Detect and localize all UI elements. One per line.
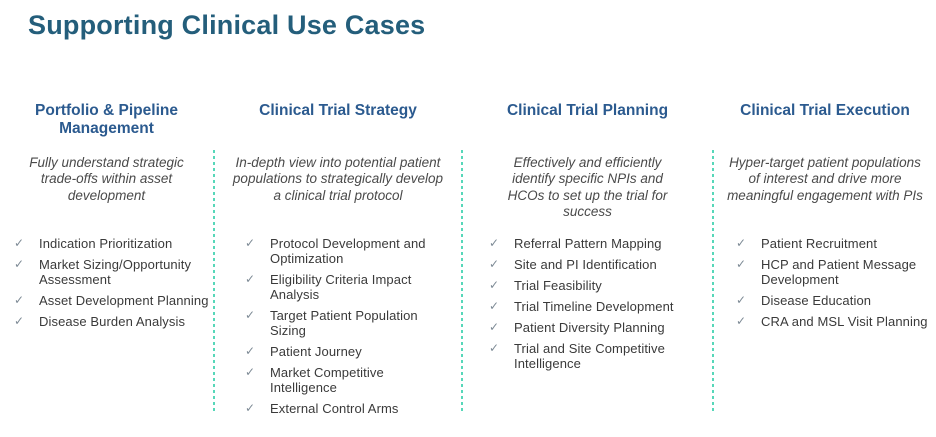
check-icon: ✓ <box>736 293 747 307</box>
list-item-label: Indication Prioritization <box>39 236 173 251</box>
column-portfolio-pipeline-management: Portfolio & Pipeline Management Fully un… <box>0 100 213 335</box>
check-icon: ✓ <box>245 236 256 250</box>
list-item: ✓ Trial Feasibility <box>489 278 704 293</box>
list-item-label: Site and PI Identification <box>514 257 657 272</box>
list-item: ✓ Trial and Site Competitive Intelligenc… <box>489 341 704 371</box>
check-icon: ✓ <box>736 236 747 250</box>
list-item-label: Trial Feasibility <box>514 278 602 293</box>
list-item-label: Eligibility Criteria Impact Analysis <box>270 272 412 302</box>
check-icon: ✓ <box>245 401 256 415</box>
column-description: Effectively and efficiently identify spe… <box>507 155 668 220</box>
list-item: ✓ Referral Pattern Mapping <box>489 236 704 251</box>
column-clinical-trial-execution: Clinical Trial Execution Hyper-target pa… <box>714 100 936 335</box>
check-icon: ✓ <box>14 314 25 328</box>
list-item-label: Disease Burden Analysis <box>39 314 186 329</box>
column-list: ✓ Referral Pattern Mapping ✓ Site and PI… <box>463 236 712 377</box>
list-item-label: Market Sizing/Opportunity Assessment <box>39 257 192 287</box>
list-item: ✓ Patient Diversity Planning <box>489 320 704 335</box>
list-item-label: Protocol Development and Optimization <box>270 236 426 266</box>
list-item: ✓ Patient Journey <box>245 344 453 359</box>
column-clinical-trial-planning: Clinical Trial Planning Effectively and … <box>463 100 712 377</box>
list-item-label: External Control Arms <box>270 401 399 416</box>
list-item-label: Referral Pattern Mapping <box>514 236 662 251</box>
column-list: ✓ Patient Recruitment ✓ HCP and Patient … <box>714 236 936 335</box>
column-header: Clinical Trial Planning <box>506 102 669 119</box>
check-icon: ✓ <box>489 299 500 313</box>
check-icon: ✓ <box>245 365 256 379</box>
list-item-label: Patient Diversity Planning <box>514 320 665 335</box>
list-item: ✓ HCP and Patient Message Development <box>736 257 932 287</box>
page-title: Supporting Clinical Use Cases <box>28 10 426 40</box>
check-icon: ✓ <box>489 341 500 355</box>
column-header: Clinical Trial Execution <box>740 102 910 119</box>
list-item-label: CRA and MSL Visit Planning <box>761 314 928 329</box>
list-item: ✓ Asset Development Planning <box>14 293 209 308</box>
list-item: ✓ Trial Timeline Development <box>489 299 704 314</box>
list-item-label: Trial and Site Competitive Intelligence <box>514 341 665 371</box>
column-clinical-trial-strategy: Clinical Trial Strategy In-depth view in… <box>215 100 461 422</box>
list-item-label: Patient Journey <box>270 344 362 359</box>
list-item: ✓ Site and PI Identification <box>489 257 704 272</box>
list-item-label: Target Patient Population Sizing <box>270 308 418 338</box>
list-item: ✓ Disease Burden Analysis <box>14 314 209 329</box>
list-item-label: Asset Development Planning <box>39 293 209 308</box>
list-item-label: Market Competitive Intelligence <box>270 365 384 395</box>
column-list: ✓ Indication Prioritization ✓ Market Siz… <box>0 236 213 335</box>
list-item-label: Patient Recruitment <box>761 236 878 251</box>
list-item-label: HCP and Patient Message Development <box>761 257 917 287</box>
column-description: Hyper-target patient populations of inte… <box>727 155 923 203</box>
check-icon: ✓ <box>245 308 256 322</box>
list-item-label: Trial Timeline Development <box>514 299 674 314</box>
check-icon: ✓ <box>14 293 25 307</box>
column-header: Portfolio & Pipeline Management <box>35 102 178 137</box>
list-item: ✓ Patient Recruitment <box>736 236 932 251</box>
dotted-divider <box>712 150 714 413</box>
dotted-divider <box>461 150 463 413</box>
list-item: ✓ External Control Arms <box>245 401 453 416</box>
list-item: ✓ Market Competitive Intelligence <box>245 365 453 395</box>
list-item-label: Disease Education <box>761 293 872 308</box>
column-description: Fully understand strategic trade-offs wi… <box>29 155 184 203</box>
check-icon: ✓ <box>736 257 747 271</box>
list-item: ✓ Indication Prioritization <box>14 236 209 251</box>
list-item: ✓ Eligibility Criteria Impact Analysis <box>245 272 453 302</box>
dotted-divider <box>213 150 215 413</box>
check-icon: ✓ <box>489 257 500 271</box>
column-description: In-depth view into potential patient pop… <box>232 155 444 203</box>
check-icon: ✓ <box>489 236 500 250</box>
check-icon: ✓ <box>489 320 500 334</box>
list-item: ✓ Protocol Development and Optimization <box>245 236 453 266</box>
column-header: Clinical Trial Strategy <box>259 102 417 119</box>
list-item: ✓ CRA and MSL Visit Planning <box>736 314 932 329</box>
columns-container: Portfolio & Pipeline Management Fully un… <box>0 100 936 422</box>
column-list: ✓ Protocol Development and Optimization … <box>215 236 461 422</box>
check-icon: ✓ <box>245 272 256 286</box>
check-icon: ✓ <box>245 344 256 358</box>
check-icon: ✓ <box>736 314 747 328</box>
list-item: ✓ Market Sizing/Opportunity Assessment <box>14 257 209 287</box>
list-item: ✓ Disease Education <box>736 293 932 308</box>
check-icon: ✓ <box>489 278 500 292</box>
list-item: ✓ Target Patient Population Sizing <box>245 308 453 338</box>
check-icon: ✓ <box>14 257 25 271</box>
check-icon: ✓ <box>14 236 25 250</box>
